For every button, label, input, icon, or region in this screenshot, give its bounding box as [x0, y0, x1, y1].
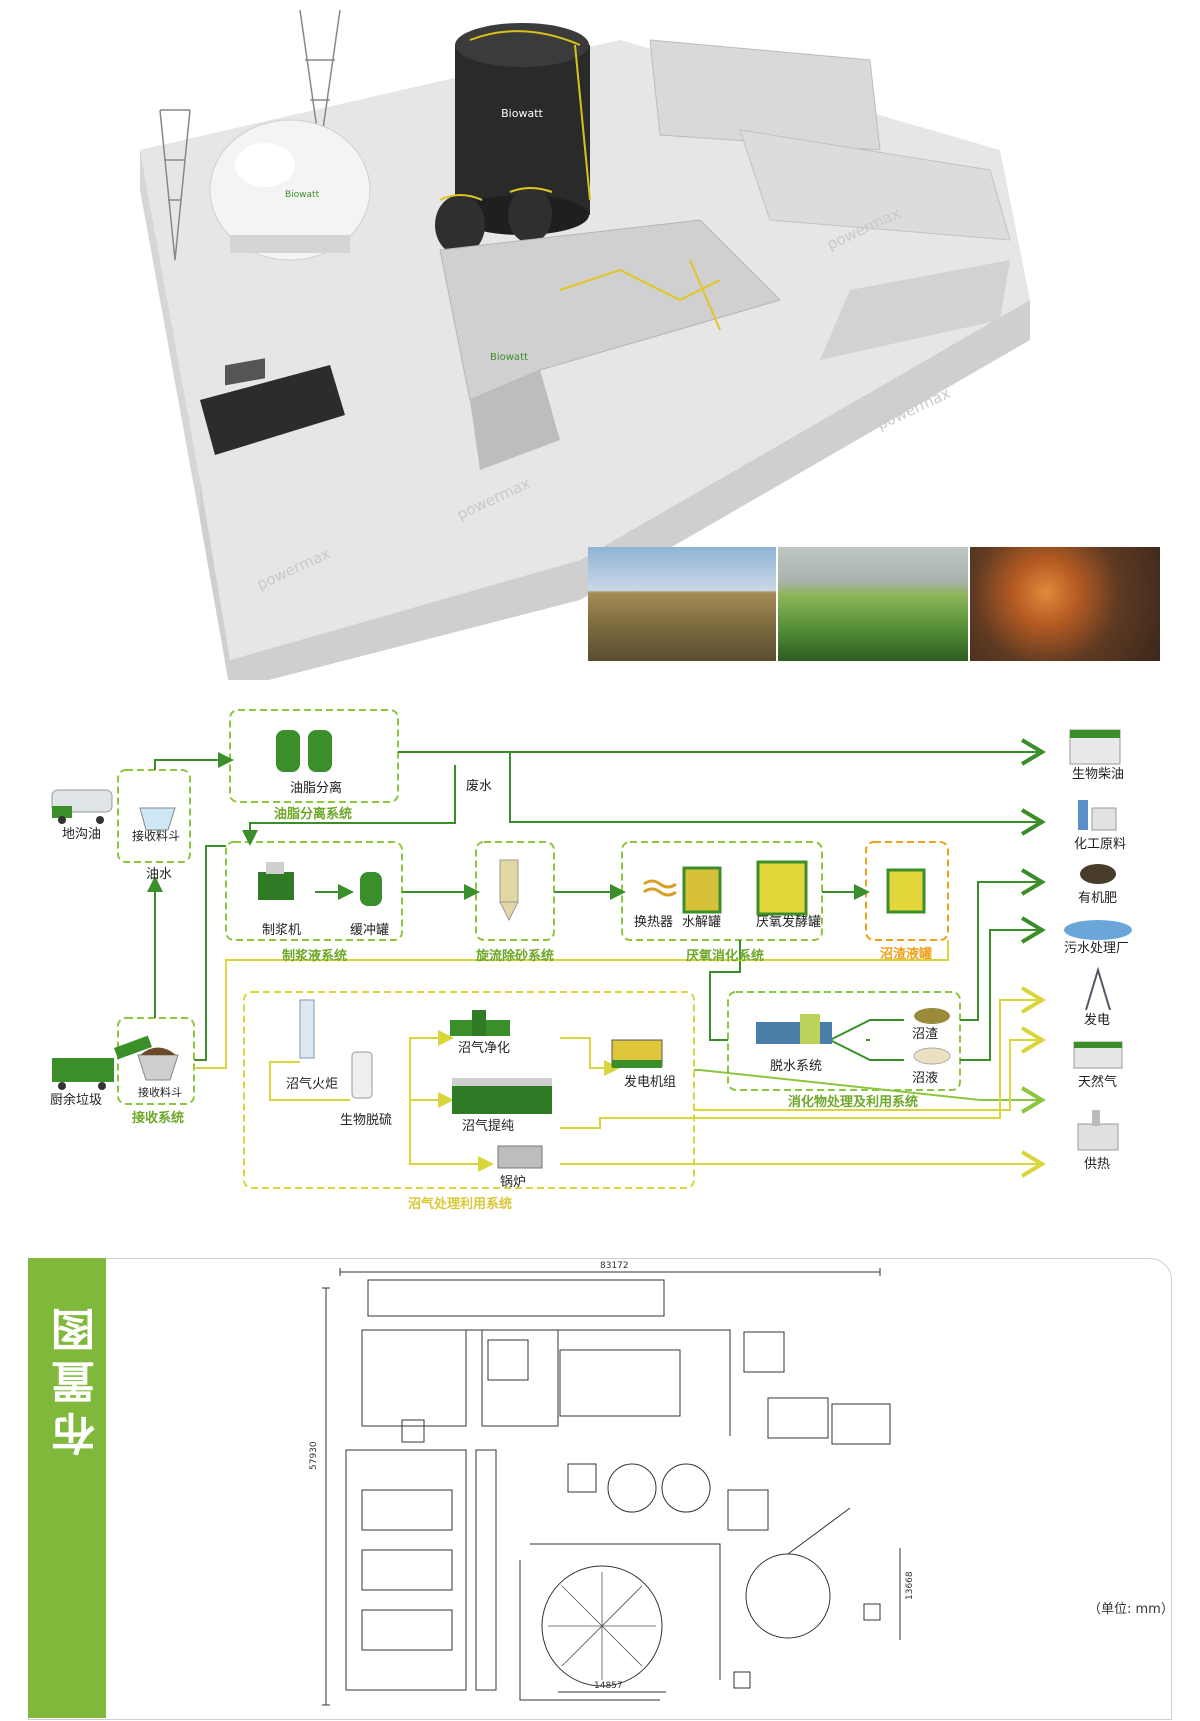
label-system-residue: 沼渣液罐 [880, 946, 932, 962]
photo-mixed-waste [588, 547, 776, 661]
fertilizer-icon [1080, 864, 1116, 884]
label-chemical: 化工原料 [1074, 837, 1126, 852]
buffer-tank-icon [360, 872, 382, 906]
heating-icon [1077, 1110, 1119, 1151]
dewater-icon [756, 1014, 832, 1044]
boiler-icon [497, 1145, 543, 1169]
heat-exchanger-icon [643, 879, 677, 897]
gas-holder-sphere: Biowatt [209, 119, 371, 261]
label-purification: 沼气净化 [458, 1040, 510, 1056]
label-digestate-solid: 沼渣 [912, 1027, 938, 1042]
photo-vegetable-waste [778, 547, 968, 661]
label-wastewater: 废水 [466, 778, 492, 794]
label-system-receiving: 接收系统 [132, 1110, 184, 1126]
label-flare: 沼气火炬 [286, 1076, 338, 1092]
label-generator: 发电机组 [624, 1074, 676, 1090]
dim-top: 83172 [600, 1261, 629, 1271]
flare-icon [299, 999, 315, 1059]
ferment-tank-icon [756, 860, 808, 916]
label-heating: 供热 [1084, 1157, 1110, 1172]
digester-tank: Biowatt [455, 23, 591, 235]
grease-separator-icon [276, 730, 332, 772]
unit-label: （单位: mm） [1088, 1602, 1174, 1617]
label-buffer-tank: 缓冲罐 [350, 923, 389, 938]
hydrolysis-tank-icon [682, 866, 722, 914]
upgrading-icon [452, 1078, 552, 1114]
small-tanks [435, 187, 553, 255]
truck-waste-icon [52, 1035, 152, 1090]
label-upgrading: 沼气提纯 [462, 1118, 514, 1134]
label-system-anaerobic: 厌氧消化系统 [686, 948, 764, 964]
process-flow-diagram: 地沟油 接收料斗 油水 厨余垃圾 接收料斗 油脂分离 废水 制浆机 缓冲罐 换热… [50, 709, 1132, 1212]
label-system-pulping: 制浆液系统 [282, 948, 347, 964]
label-digestate-liquid: 沼液 [912, 1071, 938, 1086]
label-oil-water: 油水 [146, 867, 172, 882]
box-digestate [727, 991, 961, 1091]
sewage-icon [1064, 920, 1132, 940]
logo-text-tank: Biowatt [501, 107, 543, 120]
dim-bottom: 14857 [594, 1681, 623, 1691]
boiler-container [200, 358, 345, 455]
label-hopper-top: 接收料斗 [132, 828, 180, 843]
label-grease-sep: 油脂分离 [290, 780, 342, 796]
layout-side-bar [28, 1258, 106, 1718]
label-kitchen-waste: 厨余垃圾 [50, 1092, 102, 1108]
label-dewater: 脱水系统 [770, 1059, 822, 1074]
access-ramp [820, 260, 1010, 360]
hopper-bottom-icon [137, 1047, 179, 1081]
pulper-icon [258, 862, 294, 900]
hopper-top-icon [139, 807, 176, 831]
label-ferment-tank: 厌氧发酵罐 [756, 914, 821, 930]
label-system-grease: 油脂分离系统 [274, 806, 352, 822]
residue-tank-icon [886, 868, 926, 914]
label-bio-desulf: 生物脱硫 [340, 1113, 392, 1128]
label-biodiesel: 生物柴油 [1072, 767, 1124, 782]
chemical-icon [1078, 800, 1117, 831]
label-hydrolysis-tank: 水解罐 [682, 915, 721, 930]
dim-right: 13668 [905, 1571, 915, 1600]
label-natural-gas: 天然气 [1078, 1074, 1117, 1090]
logo-text-building: Biowatt [490, 352, 528, 363]
label-system-digestate: 消化物处理及利用系统 [788, 1094, 918, 1110]
processing-buildings: Biowatt [439, 39, 1011, 470]
label-fertilizer: 有机肥 [1078, 891, 1117, 906]
desulf-icon [351, 1051, 373, 1099]
layout-drawing: 83172 57930 13668 14857 [309, 1261, 915, 1706]
truck-oil-icon [51, 789, 113, 824]
label-pulper: 制浆机 [262, 923, 301, 938]
digestate-solid-icon [914, 1008, 950, 1024]
digestate-liquid-icon [913, 1047, 951, 1065]
cyclone-icon [499, 859, 519, 922]
dim-left: 57930 [309, 1441, 319, 1470]
power-icon [1085, 966, 1111, 1011]
label-hopper-bottom: 接收料斗 [138, 1085, 182, 1099]
natural-gas-icon [1073, 1041, 1123, 1069]
generator-icon [611, 1039, 663, 1068]
label-gutter-oil: 地沟油 [62, 827, 101, 842]
label-power: 发电 [1084, 1012, 1110, 1028]
biodiesel-icon [1069, 729, 1121, 765]
photo-compost [970, 547, 1160, 661]
label-boiler: 锅炉 [500, 1174, 526, 1190]
plant-rendering: Biowatt Biowatt Biowatt power [140, 9, 1030, 680]
label-heat-exchanger: 换热器 [634, 915, 673, 930]
logo-text-sphere: Biowatt [285, 190, 320, 200]
purification-icon [450, 1010, 510, 1036]
label-sewage: 污水处理厂 [1064, 941, 1129, 956]
label-system-biogas: 沼气处理利用系统 [408, 1196, 512, 1212]
label-system-cyclone: 旋流除砂系统 [475, 948, 554, 964]
